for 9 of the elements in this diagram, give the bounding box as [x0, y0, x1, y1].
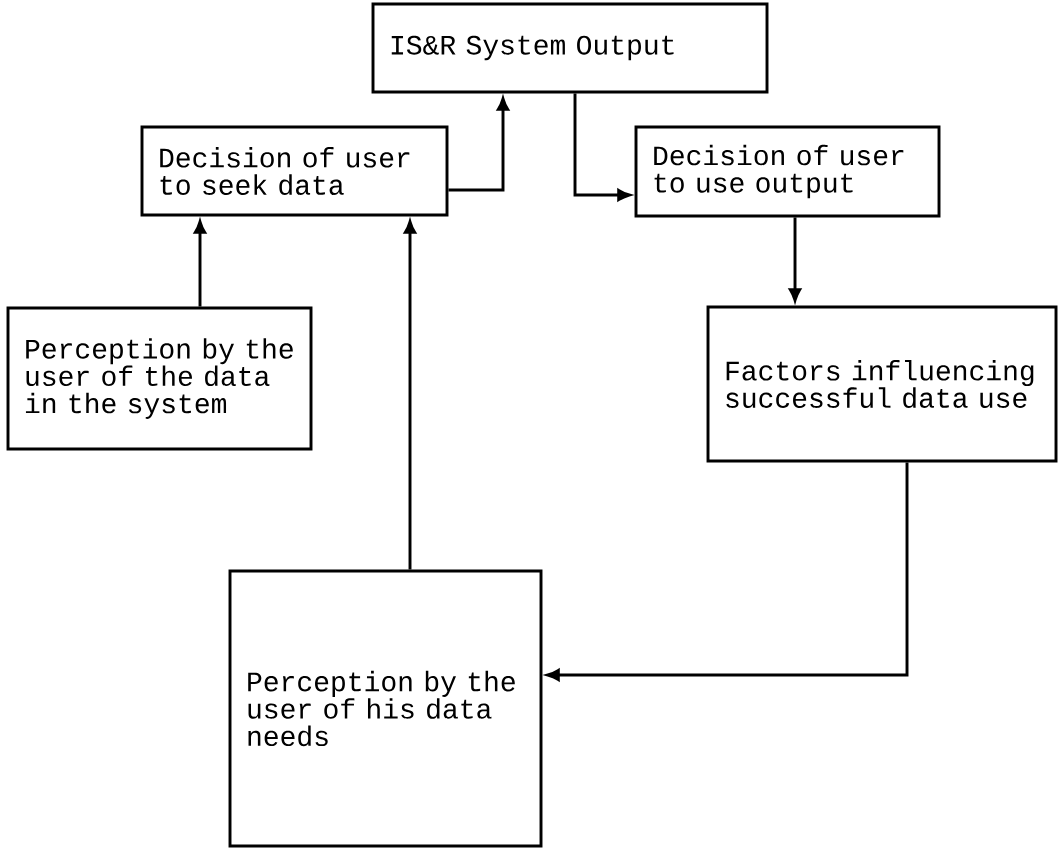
- arrow: [193, 220, 207, 307]
- process-box: Factors influencing successful data use: [706, 305, 1058, 463]
- process-box: Perception by the user of the data in the system: [6, 306, 313, 451]
- process-box: Decision of user to use output: [634, 125, 941, 218]
- process-box: Decision of user to seek data: [140, 125, 449, 217]
- process-box: IS&R System Output: [371, 2, 769, 94]
- process-box: Perception by the user of his data needs: [228, 569, 543, 848]
- arrow: [403, 220, 417, 570]
- arrow: [448, 97, 510, 192]
